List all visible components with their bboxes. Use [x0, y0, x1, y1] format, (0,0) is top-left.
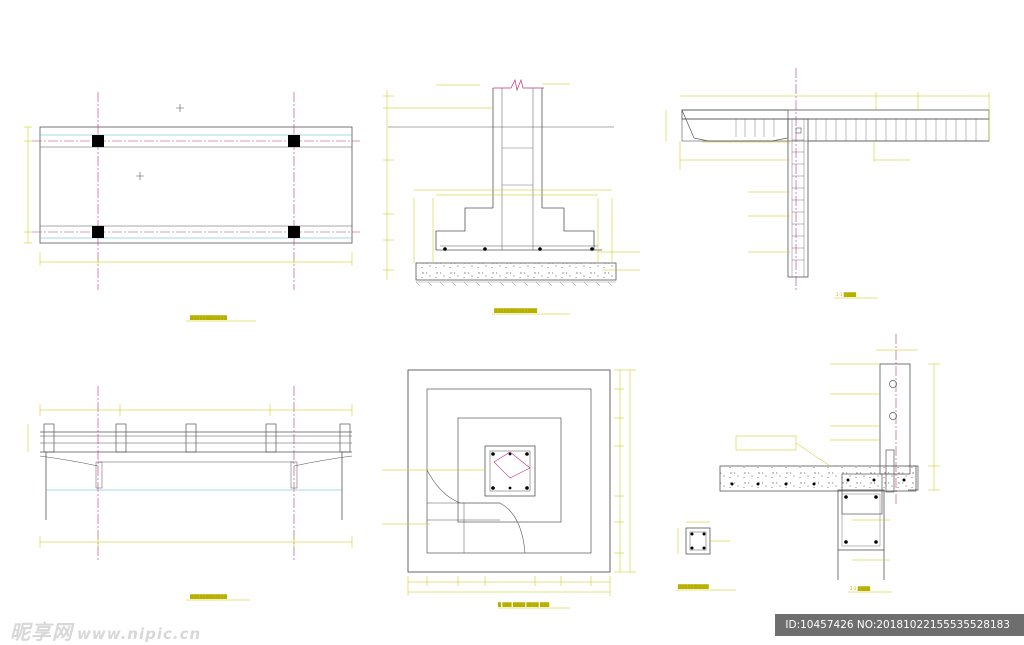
- watermark-brand: 昵享网: [10, 620, 73, 644]
- roof-section-caption: 1-1 ████: [836, 292, 857, 297]
- watermark-id-bar: ID:10457426 NO:20181022155535528183: [775, 614, 1024, 636]
- roof-section-view: 1-1 ████: [665, 68, 990, 299]
- plan-caption: ████████████: [189, 315, 228, 320]
- elevation-caption: ████████████: [189, 594, 228, 599]
- beam-detail-caption: 2-2 ████: [850, 586, 871, 591]
- footing-plan-caption: █ ███ ████ ████ ███: [497, 602, 550, 607]
- footing-section-view: ██████████████: [383, 78, 640, 315]
- beam-detail-view: 2-2 ████: [719, 334, 940, 593]
- elevation-view: ████████████: [27, 386, 353, 601]
- plan-view: ████████████: [24, 92, 360, 322]
- footing-section-caption: ██████████████: [493, 308, 538, 313]
- footing-plan-view: █ ███ ████ ████ ███: [382, 369, 636, 609]
- column-section-view: ██████████: [676, 521, 736, 591]
- watermark-url: www.nipic.cn: [77, 625, 202, 643]
- column-section-caption: ██████████: [677, 584, 710, 589]
